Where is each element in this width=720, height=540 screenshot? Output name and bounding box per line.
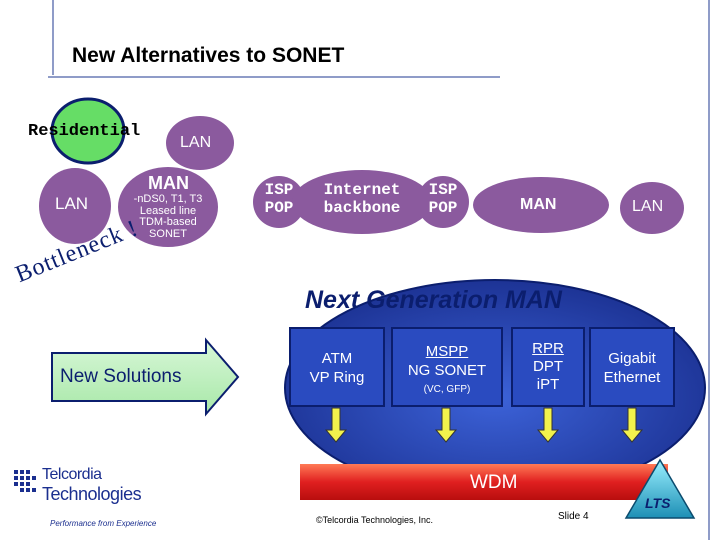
gigabit-box bbox=[589, 327, 675, 407]
next-gen-title: Next Generation MAN bbox=[305, 286, 562, 314]
man-detail-3: TDM-based bbox=[139, 216, 197, 229]
rpr-line2: DPT bbox=[533, 358, 563, 375]
lan-top-label: LAN bbox=[180, 134, 212, 151]
rpr-label: RPR DPT iPT bbox=[512, 340, 584, 394]
telcordia-logo-mark bbox=[14, 470, 36, 492]
isp-pop-left-label: ISP POP bbox=[254, 181, 304, 217]
down-arrow-3 bbox=[536, 407, 560, 443]
lan-left-circle bbox=[39, 168, 111, 244]
gigabit-label: Gigabit Ethernet bbox=[590, 350, 674, 388]
mspp-box bbox=[391, 327, 503, 407]
down-arrow-1 bbox=[324, 407, 348, 443]
isp-right-line1: ISP bbox=[428, 181, 458, 199]
man-label: MAN bbox=[148, 173, 189, 193]
isp-left-line2: POP bbox=[264, 198, 294, 217]
rpr-box bbox=[511, 327, 585, 407]
atm-box bbox=[289, 327, 385, 407]
rpr-line1: RPR bbox=[532, 340, 564, 357]
lan-left-label: LAN bbox=[55, 194, 89, 213]
lts-badge bbox=[624, 458, 696, 519]
gigabit-line2: Ethernet bbox=[603, 368, 661, 386]
new-solutions-arrow bbox=[51, 337, 240, 417]
mspp-line1: MSPP bbox=[425, 343, 469, 360]
atm-line2: VP Ring bbox=[309, 368, 365, 386]
telcordia-logo-line2: Technologies bbox=[42, 484, 142, 504]
mspp-line2: NG SONET bbox=[407, 361, 487, 379]
man-detail-4: SONET bbox=[149, 227, 187, 240]
frame-left-line bbox=[52, 0, 54, 75]
residential-label: Residential bbox=[28, 122, 141, 141]
internet-line2: backbone bbox=[323, 198, 401, 217]
mspp-sub: (VC, GFP) bbox=[423, 383, 471, 395]
gigabit-line1: Gigabit bbox=[608, 350, 656, 367]
isp-pop-right-circle bbox=[417, 176, 469, 228]
slide-title: New Alternatives to SONET bbox=[72, 44, 345, 67]
isp-right-line2: POP bbox=[428, 198, 458, 217]
lan-right-circle bbox=[620, 182, 684, 234]
telcordia-logo-tagline: Performance from Experience bbox=[50, 519, 157, 528]
man-details: -nDS0, T1, T3 Leased line TDM-based SONE… bbox=[118, 193, 218, 240]
internet-line1: Internet bbox=[323, 181, 401, 199]
isp-pop-left-circle bbox=[253, 176, 305, 228]
internet-backbone-cloud bbox=[292, 170, 432, 234]
down-arrow-4 bbox=[620, 407, 644, 443]
copyright-text: ©Telcordia Technologies, Inc. bbox=[316, 515, 434, 525]
slide-number: Slide 4 bbox=[558, 511, 589, 522]
lts-badge-label: LTS bbox=[645, 495, 671, 511]
internet-backbone-label: Internet backbone bbox=[306, 181, 418, 217]
rpr-line3: iPT bbox=[536, 376, 560, 393]
lan-right-label: LAN bbox=[632, 198, 664, 215]
atm-line1: ATM bbox=[321, 350, 353, 367]
new-solutions-label: New Solutions bbox=[60, 366, 182, 387]
down-arrow-2 bbox=[434, 407, 458, 443]
man-center-circle bbox=[118, 167, 218, 247]
atm-label: ATM VP Ring bbox=[290, 350, 384, 388]
man-right-label: MAN bbox=[520, 196, 557, 213]
man-detail-2: Leased line bbox=[139, 204, 197, 217]
lan-top-circle bbox=[166, 116, 234, 170]
isp-left-line1: ISP bbox=[264, 181, 294, 199]
frame-right-line bbox=[708, 0, 710, 540]
isp-pop-right-label: ISP POP bbox=[418, 181, 468, 217]
frame-top-line bbox=[48, 76, 500, 78]
wdm-label: WDM bbox=[470, 472, 518, 493]
residential-circle bbox=[50, 97, 126, 165]
wdm-bar bbox=[300, 464, 668, 500]
man-detail-1: -nDS0, T1, T3 bbox=[133, 193, 203, 205]
telcordia-logo-line1: Telcordia bbox=[42, 466, 102, 483]
man-right-cloud bbox=[473, 177, 609, 233]
mspp-label: MSPP NG SONET (VC, GFP) bbox=[392, 343, 502, 396]
